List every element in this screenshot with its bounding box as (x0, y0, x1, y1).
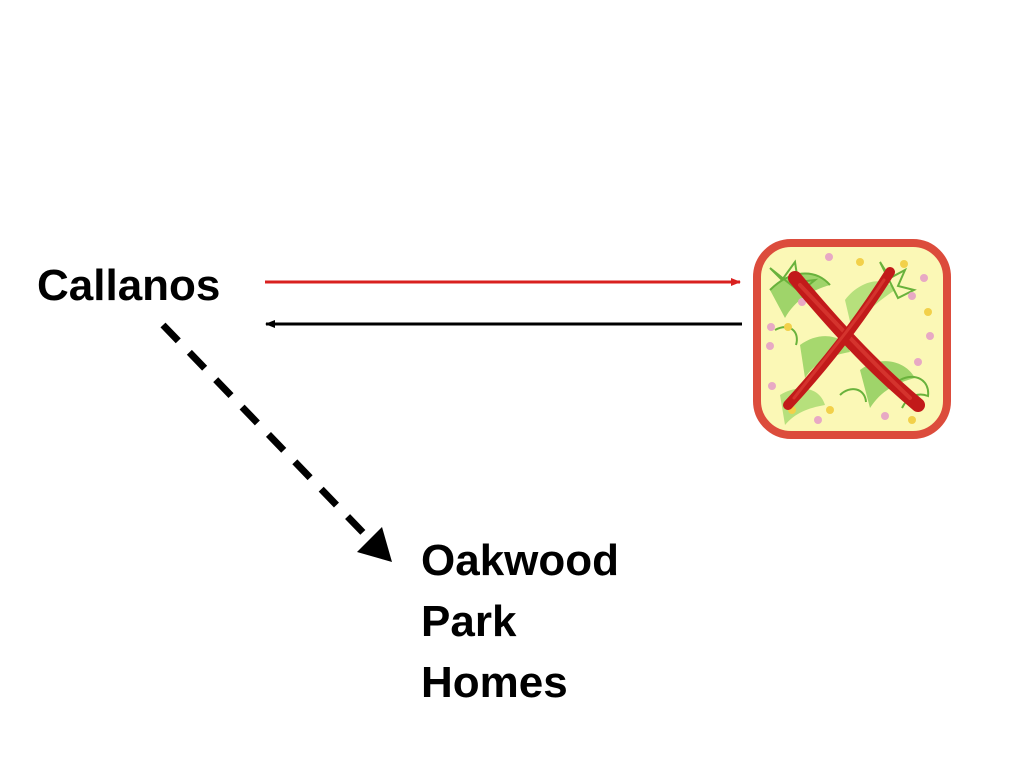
x-mark-icon (783, 267, 925, 412)
dashed-arrow-callanos-to-oakwood (160, 322, 392, 562)
node-callanos: Callanos (37, 261, 221, 310)
node-oakwood-park-homes: Oakwood Park Homes (421, 530, 619, 713)
node-oakwood-line-1: Oakwood (421, 536, 620, 585)
land-parcel-icon (753, 239, 951, 439)
node-oakwood-line-3: Homes (421, 658, 568, 707)
node-oakwood-line-2: Park (421, 597, 517, 646)
